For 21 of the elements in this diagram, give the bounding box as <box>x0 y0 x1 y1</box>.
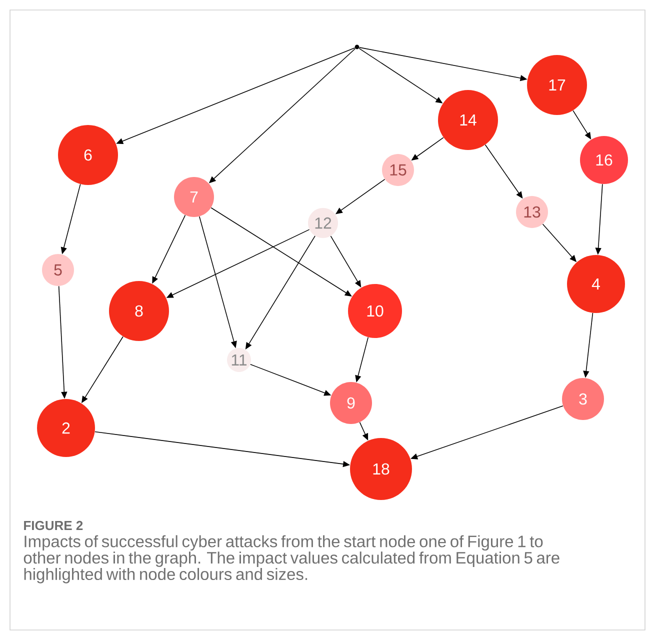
graph-node: 2 <box>37 398 95 457</box>
graph-node: 10 <box>348 284 402 338</box>
start-point <box>354 44 360 50</box>
figure-label: FIGURE 2 <box>24 520 83 530</box>
graph-node: 14 <box>438 90 498 150</box>
graph-node: 16 <box>580 136 628 184</box>
graph-node: 17 <box>527 55 587 115</box>
graph-node: 7 <box>174 177 214 217</box>
graph-node: 3 <box>562 378 604 420</box>
graph-node: 12 <box>308 208 338 238</box>
graph-node: 8 <box>109 281 169 341</box>
graph-node: 4 <box>567 255 625 313</box>
graph-node: 5 <box>42 254 74 286</box>
graph-node: 6 <box>58 125 118 185</box>
graph-node: 9 <box>330 382 372 424</box>
figure-caption: Impacts of successful cyber attacks from the start node one of Figure 1 to other nodes in the graph. The impact values calculated from Equation 5 are highlighted with node colours and sizes. <box>24 535 560 584</box>
graph-node: 15 <box>382 154 414 186</box>
arrow <box>210 207 352 296</box>
graph-node: 11 <box>227 348 251 372</box>
graph-node: 18 <box>350 438 412 500</box>
graph-node: 13 <box>516 196 548 228</box>
